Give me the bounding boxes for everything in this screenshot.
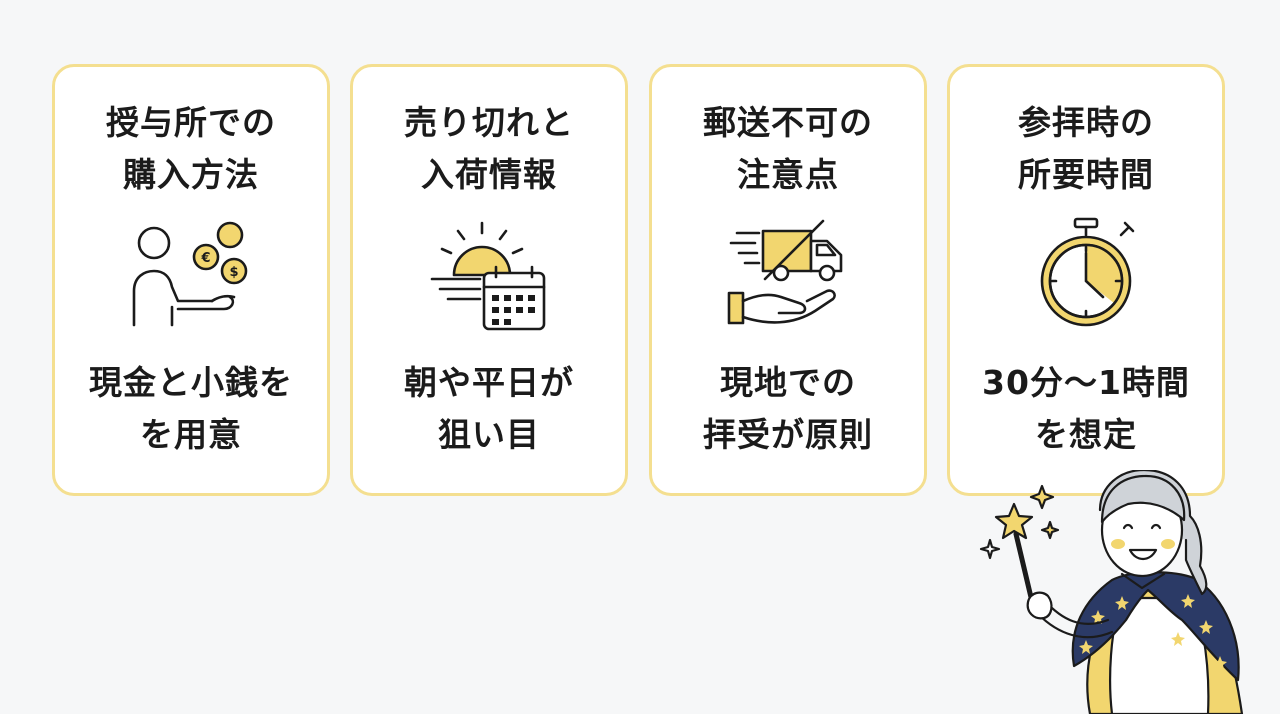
card-title: 郵送不可の 注意点 xyxy=(652,97,924,201)
card-caption: 現金と小銭を を用意 xyxy=(55,357,327,461)
card-stock-info: 売り切れと 入荷情報 朝や平日が 狙い目 xyxy=(350,64,628,496)
card-caption-line: 狙い目 xyxy=(438,415,540,454)
card-title: 参拝時の 所要時間 xyxy=(950,97,1222,201)
card-caption: 30分〜1時間 を想定 xyxy=(950,357,1222,461)
card-title-line: 注意点 xyxy=(737,155,839,194)
card-visit-duration: 参拝時の 所要時間 30分〜1時間 を想定 xyxy=(947,64,1225,496)
stopwatch-icon xyxy=(1021,217,1151,335)
card-title-line: 参拝時の xyxy=(1018,103,1154,142)
card-title-line: 授与所での xyxy=(106,103,276,142)
card-title-line: 購入方法 xyxy=(123,155,259,194)
card-title-line: 入荷情報 xyxy=(421,155,557,194)
card-title-line: 郵送不可の xyxy=(703,103,873,142)
svg-text:$: $ xyxy=(229,265,238,280)
svg-text:€: € xyxy=(200,251,210,266)
card-title-line: 所要時間 xyxy=(1018,155,1154,194)
card-caption-line: 現地での xyxy=(720,363,856,402)
card-caption-line: 朝や平日が xyxy=(404,363,574,402)
no-delivery-truck-icon xyxy=(723,217,853,335)
card-caption-line: を用意 xyxy=(140,415,242,454)
card-no-shipping: 郵送不可の 注意点 現地での 拝受が原則 xyxy=(649,64,927,496)
hand-coins-icon: € $ xyxy=(126,217,256,335)
sunrise-calendar-icon xyxy=(424,217,554,335)
card-title: 授与所での 購入方法 xyxy=(55,97,327,201)
card-caption-line: を想定 xyxy=(1035,415,1137,454)
card-caption: 朝や平日が 狙い目 xyxy=(353,357,625,461)
card-caption-line: 30分〜1時間 xyxy=(982,363,1190,402)
card-caption: 現地での 拝受が原則 xyxy=(652,357,924,461)
card-title: 売り切れと 入荷情報 xyxy=(353,97,625,201)
card-purchase-method: 授与所での 購入方法 € $ 現金と小銭を を用意 xyxy=(52,64,330,496)
card-title-line: 売り切れと xyxy=(404,103,574,142)
card-caption-line: 現金と小銭を xyxy=(89,363,293,402)
card-caption-line: 拝受が原則 xyxy=(703,415,873,454)
wizard-girl-illustration xyxy=(972,470,1264,714)
